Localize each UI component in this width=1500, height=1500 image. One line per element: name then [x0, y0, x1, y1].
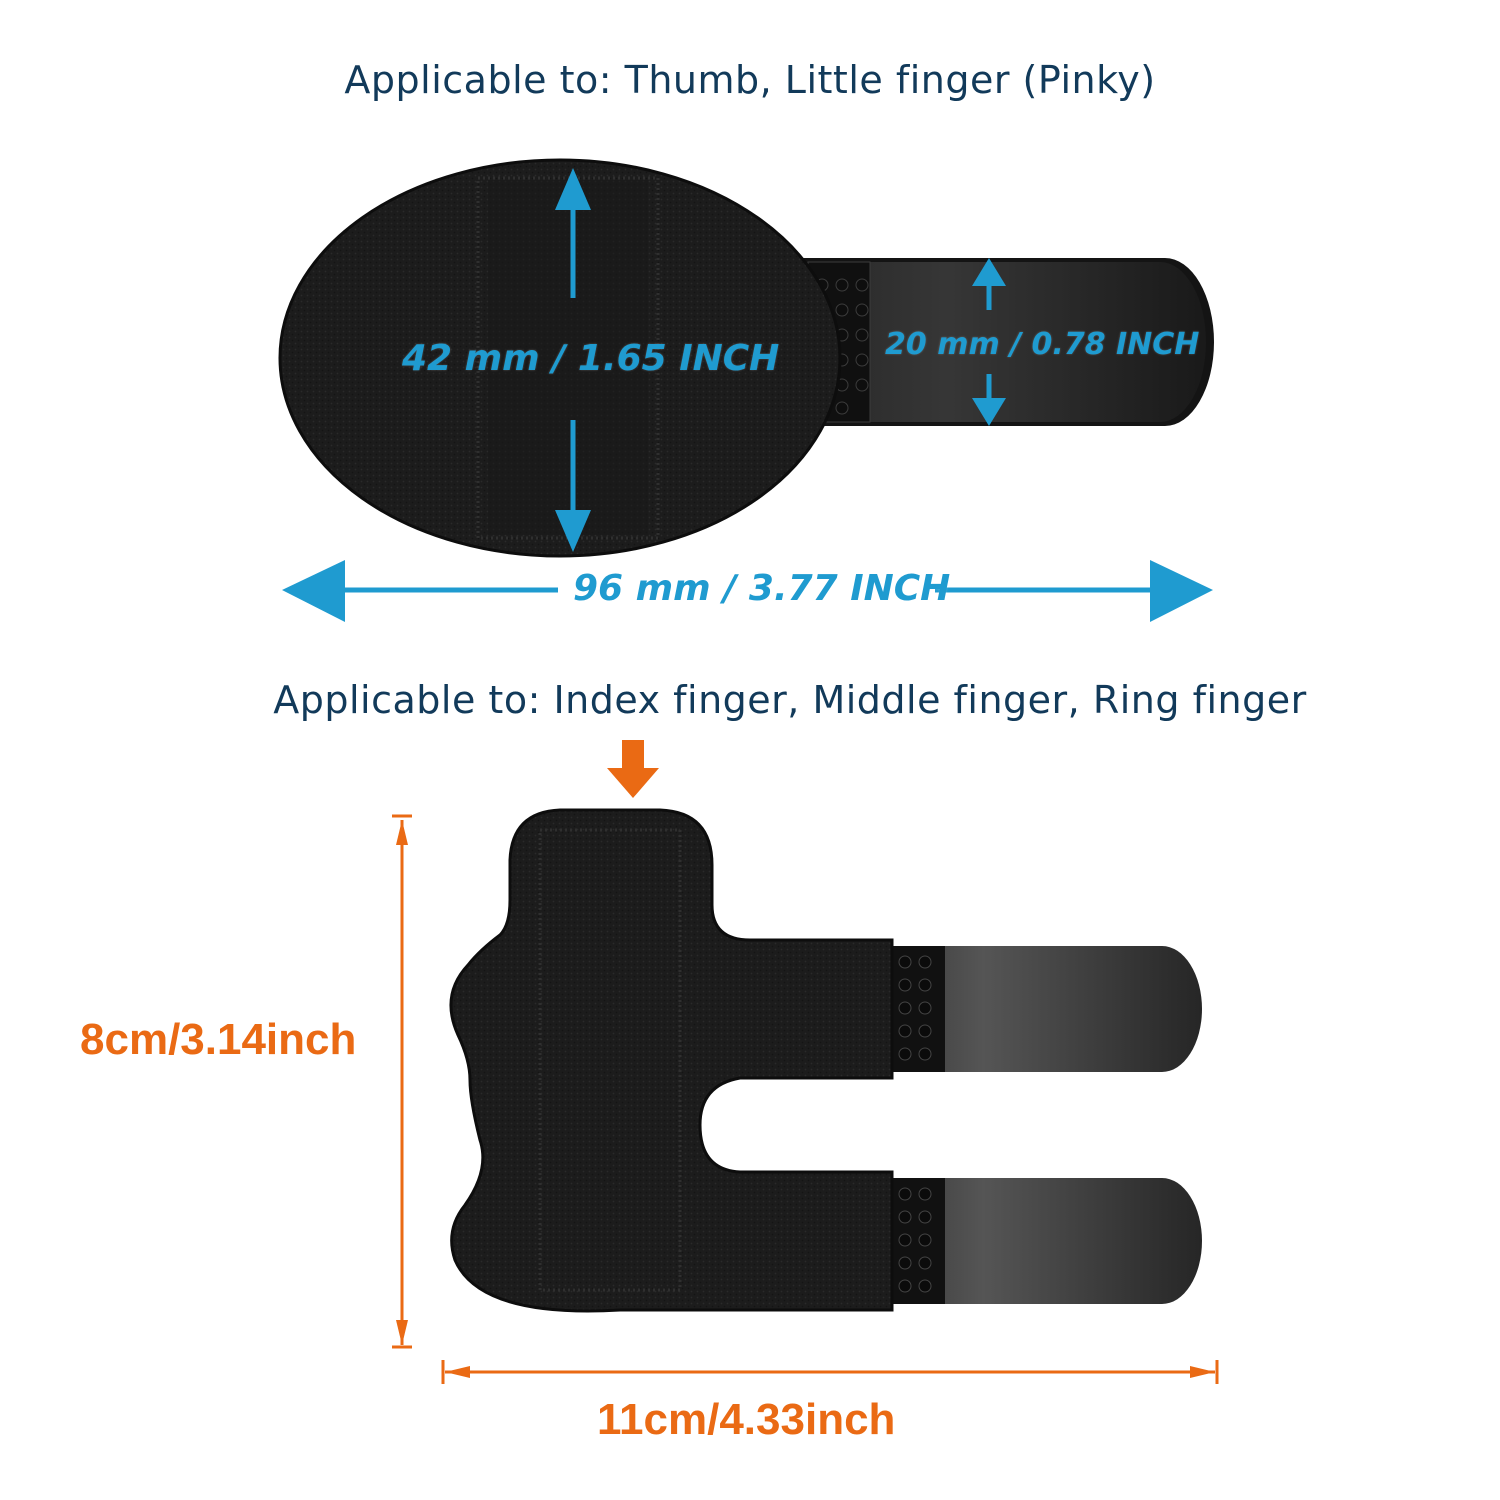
- heading-thumb-pinky: Applicable to: Thumb, Little finger (Pin…: [344, 58, 1156, 102]
- bottom-height-label: 8cm/3.14inch: [80, 1015, 357, 1064]
- bottom-height-dimension: [392, 814, 412, 1349]
- top-splint: [278, 158, 1214, 558]
- top-strap-arrow: [972, 258, 1006, 426]
- top-strap-label: 20 mm / 0.78 INCH: [885, 327, 1200, 362]
- orange-pointer-arrow: [607, 740, 659, 798]
- top-height-arrow: [555, 168, 591, 552]
- bottom-splint-strap-lower: [890, 1178, 1202, 1304]
- top-width-arrow: [282, 560, 1213, 622]
- bottom-splint-strap-upper: [890, 946, 1202, 1072]
- top-width-label: 96 mm / 3.77 INCH: [573, 568, 951, 609]
- bottom-splint: [449, 808, 1202, 1313]
- top-height-label: 42 mm / 1.65 INCH: [402, 338, 780, 379]
- bottom-width-dimension: [441, 1360, 1219, 1384]
- bottom-width-label: 11cm/4.33inch: [597, 1395, 896, 1444]
- heading-index-middle-ring: Applicable to: Index finger, Middle fing…: [273, 678, 1307, 722]
- bottom-splint-pad: [449, 808, 894, 1313]
